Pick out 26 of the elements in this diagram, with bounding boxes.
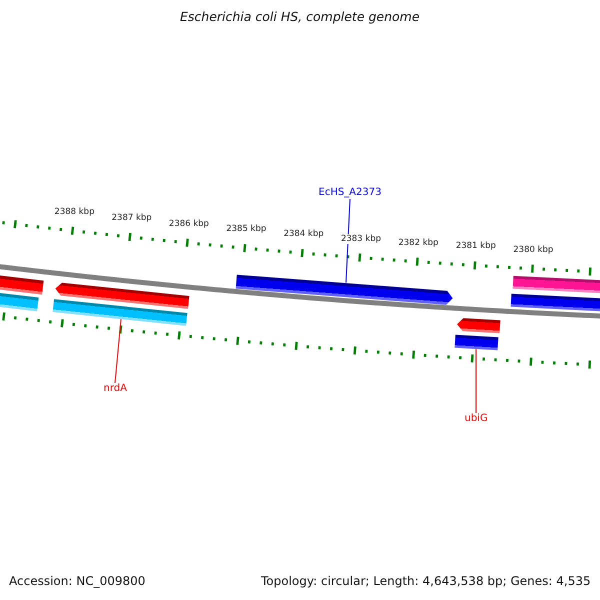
scale-label: 2388 kbp xyxy=(54,206,94,218)
footer-text: Topology: circular; Length: 4,643,538 bp; Genes: 4,535 xyxy=(261,574,591,588)
gene-bar xyxy=(454,334,498,350)
gene-label: EcHS_A2373 xyxy=(318,187,382,199)
gene-label: nrdA xyxy=(104,383,127,395)
gene-feature xyxy=(236,274,454,305)
scale-label: 2385 kbp xyxy=(226,224,266,234)
gene-bar xyxy=(513,276,600,294)
scale-label: 2381 kbp xyxy=(456,241,496,252)
scale-label: 2382 kbp xyxy=(398,238,438,248)
gene-bar xyxy=(0,292,39,312)
scale-label: 2386 kbp xyxy=(168,218,209,229)
gene-bar xyxy=(52,298,187,326)
gene-feature xyxy=(55,282,190,309)
leader-line xyxy=(114,318,122,384)
scale-label: 2383 kbp xyxy=(340,234,382,244)
gene-label: ubiG xyxy=(464,413,488,425)
chart-title: Escherichia coli HS, complete genome xyxy=(180,9,420,24)
scale-label: 2387 kbp xyxy=(112,213,152,224)
leader-line xyxy=(346,198,350,284)
scale-label: 2380 kbp xyxy=(513,244,554,255)
gene-feature xyxy=(456,318,500,334)
gene-bar xyxy=(0,276,44,295)
footer-text: Accession: NC_009800 xyxy=(9,574,146,588)
gene-bar xyxy=(510,294,600,312)
scale-label: 2384 kbp xyxy=(284,229,324,240)
